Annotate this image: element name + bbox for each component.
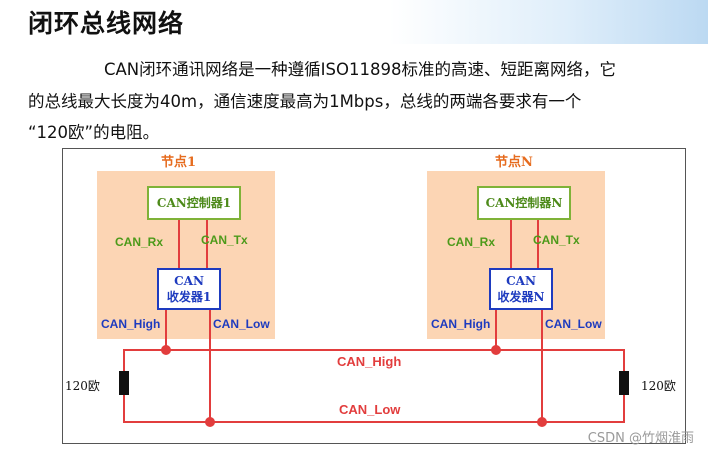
node-n-transceiver: CAN 收发器N (489, 268, 553, 310)
node-n-tx-label: CAN_Tx (533, 233, 580, 247)
bus-low-label: CAN_Low (339, 402, 401, 417)
node-n-rx-label: CAN_Rx (447, 235, 496, 249)
node-1-rx-wire (178, 220, 180, 268)
junction-node-1-high (161, 345, 171, 355)
bus-low-line (123, 421, 625, 423)
node-n-low-label: CAN_Low (545, 317, 602, 331)
node-1-transceiver: CAN 收发器1 (157, 268, 221, 310)
node-1-controller: CAN控制器1 (147, 186, 241, 220)
junction-node-1-low (205, 417, 215, 427)
node-1-high-label: CAN_High (101, 317, 161, 331)
resistor-left (119, 371, 129, 395)
junction-node-n-high (491, 345, 501, 355)
watermark: CSDN @竹烟淮雨 (587, 431, 694, 446)
node-n-low-drop (541, 310, 543, 422)
node-1-tx-wire (206, 220, 208, 268)
can-network-diagram: 节点1 CAN控制器1 CAN_Rx CAN_Tx CAN 收发器1 CAN_H… (62, 148, 686, 444)
node-n-transceiver-line2: 收发器N (497, 290, 545, 304)
page-title: 闭环总线网络 (28, 9, 185, 38)
resistor-right-label: 120欧 (641, 379, 676, 393)
paragraph-line-1: CAN闭环通讯网络是一种遵循ISO11898标准的高速、短距离网络，它 (104, 60, 616, 79)
node-1-label: 节点1 (161, 155, 197, 170)
node-n-controller: CAN控制器N (477, 186, 571, 220)
node-1-transceiver-line1: CAN (174, 274, 204, 288)
paragraph-line-2: 的总线最大长度为40m，通信速度最高为1Mbps，总线的两端各要求有一个 (28, 92, 582, 111)
node-1-rx-label: CAN_Rx (115, 235, 164, 249)
node-n-high-drop (495, 310, 497, 350)
node-1-tx-label: CAN_Tx (201, 233, 248, 247)
node-n-high-label: CAN_High (431, 317, 491, 331)
node-1-high-drop (165, 310, 167, 350)
node-n-label: 节点N (495, 155, 533, 170)
node-1-transceiver-line2: 收发器1 (166, 290, 212, 304)
junction-node-n-low (537, 417, 547, 427)
resistor-right (619, 371, 629, 395)
node-1-low-label: CAN_Low (213, 317, 270, 331)
paragraph-line-3: “120欧”的电阻。 (28, 123, 160, 142)
resistor-left-label: 120欧 (65, 379, 100, 393)
bus-high-line (123, 349, 625, 351)
bus-high-label: CAN_High (337, 354, 402, 369)
node-1-low-drop (209, 310, 211, 422)
node-n-transceiver-line1: CAN (506, 274, 536, 288)
header-band (0, 0, 708, 44)
node-n-tx-wire (537, 220, 539, 268)
node-n-rx-wire (510, 220, 512, 268)
